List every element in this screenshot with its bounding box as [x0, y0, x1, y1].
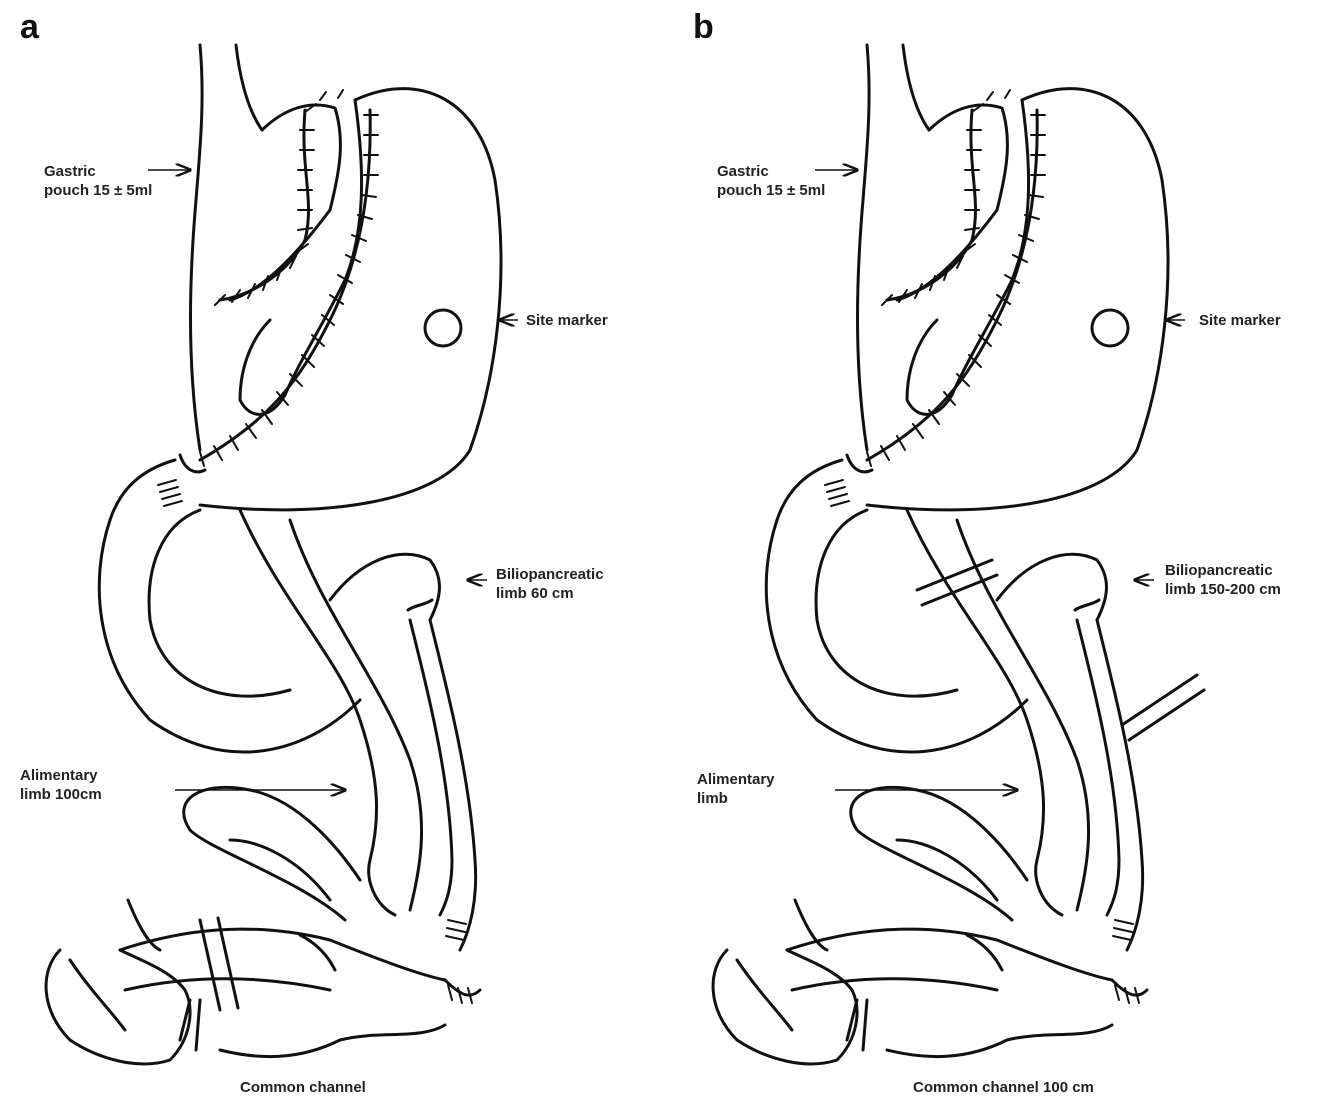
common-channel — [851, 787, 1027, 920]
site-marker-label: Site marker — [1199, 311, 1281, 330]
gastric-pouch — [191, 200, 201, 450]
panel-b: b Gastric pouch 15 ± 5ml Site marker Bil… — [667, 0, 1333, 1099]
panel-letter: a — [20, 10, 39, 44]
biliopancreatic-label: Biliopancreatic limb 60 cm — [496, 565, 604, 603]
esophagus — [863, 45, 869, 200]
biliopancreatic-limb — [330, 554, 439, 620]
biliopancreatic-limb — [997, 554, 1106, 620]
esophagus — [196, 45, 202, 200]
common-channel-label: Common channel 100 cm — [913, 1078, 1094, 1097]
gastric-pouch — [858, 200, 868, 450]
panel-letter: b — [693, 10, 714, 44]
panel-a: a Gastric pouch 15 ± 5ml Site marker Bil… — [0, 0, 666, 1099]
site-marker — [425, 310, 461, 346]
common-channel — [184, 787, 360, 920]
remnant-stomach — [867, 89, 1168, 510]
limb-length-marker — [1122, 675, 1204, 740]
gastric-pouch-label: Gastric pouch 15 ± 5ml — [44, 162, 152, 200]
biliopancreatic-label: Biliopancreatic limb 150-200 cm — [1165, 561, 1281, 599]
site-marker — [1092, 310, 1128, 346]
remnant-stomach — [200, 89, 501, 510]
common-channel-label: Common channel — [240, 1078, 366, 1097]
alimentary-label: Alimentary limb — [697, 770, 775, 808]
gastric-pouch-label: Gastric pouch 15 ± 5ml — [717, 162, 825, 200]
site-marker-label: Site marker — [526, 311, 608, 330]
alimentary-label: Alimentary limb 100cm — [20, 766, 102, 804]
